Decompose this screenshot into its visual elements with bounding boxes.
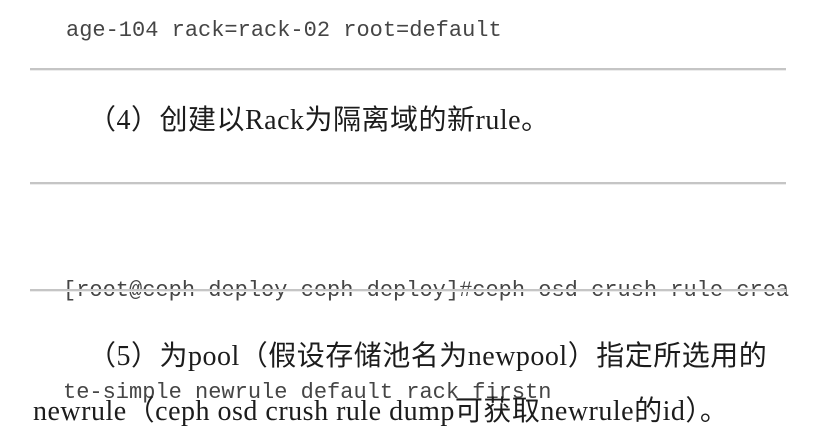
paragraph-step5-line-1: （5）为pool（假设存储池名为newpool）指定所选用的 bbox=[88, 341, 768, 372]
section-divider bbox=[30, 68, 786, 70]
paragraph-step5: （5）为pool（假设存储池名为newpool）指定所选用的 newrule（c… bbox=[33, 329, 803, 434]
paragraph-step5-line-2: newrule（ceph osd crush rule dump可获取newru… bbox=[33, 396, 729, 427]
paragraph-step4: （4）创建以Rack为隔离域的新rule。 bbox=[88, 105, 550, 136]
section-divider bbox=[30, 289, 786, 291]
terminal-command-line-1: [root@ceph-deploy ceph-deploy]#ceph osd … bbox=[63, 278, 790, 303]
section-divider bbox=[30, 182, 786, 184]
terminal-command-line-2: te-simple newrule default rack firstn bbox=[63, 380, 552, 405]
terminal-output-wrapped-line: age-104 rack=rack-02 root=default bbox=[66, 18, 502, 43]
